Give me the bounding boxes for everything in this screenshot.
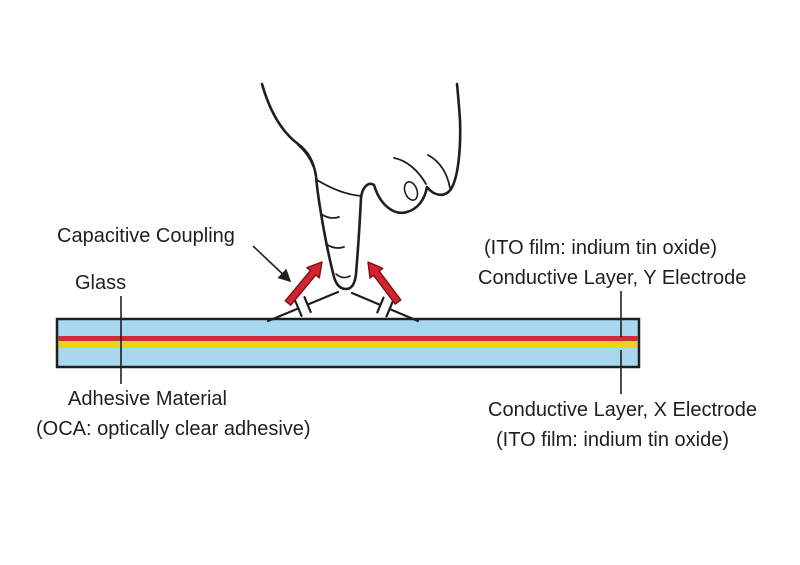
adhesive-layer bbox=[58, 341, 638, 348]
curled-finger-knuckle-line bbox=[393, 157, 427, 185]
finger-web-crease bbox=[316, 179, 362, 197]
adhesive-material-label-line1: Adhesive Material bbox=[68, 388, 227, 410]
y-electrode-label-line2: Conductive Layer, Y Electrode bbox=[478, 267, 747, 289]
fingertip-crease bbox=[335, 273, 351, 279]
capacitive-coupling-arrow bbox=[252, 245, 292, 283]
capacitor-symbol-left bbox=[266, 290, 340, 323]
capacitor-symbol-right bbox=[350, 291, 420, 323]
thumb-palm-line bbox=[297, 144, 314, 167]
glass-label: Glass bbox=[75, 272, 127, 294]
adhesive-material-label-line2: (OCA: optically clear adhesive) bbox=[36, 418, 311, 440]
finger-crease-upper bbox=[320, 213, 340, 219]
y-electrode-label-line1: (ITO film: indium tin oxide) bbox=[484, 237, 718, 259]
capacitive-coupling-label: Capacitive Coupling bbox=[57, 225, 235, 247]
x-electrode-label-line1: Conductive Layer, X Electrode bbox=[488, 399, 758, 421]
y-electrode-layer bbox=[58, 336, 638, 341]
ring-finger-line bbox=[427, 154, 451, 189]
field-arrow-left bbox=[284, 261, 323, 306]
layer-stack-border bbox=[55, 317, 641, 369]
field-arrow-right bbox=[367, 261, 402, 305]
hand-outline bbox=[260, 82, 462, 291]
finger-crease-lower bbox=[325, 243, 345, 249]
layer-stack bbox=[55, 317, 641, 369]
pointing-hand bbox=[260, 82, 462, 291]
x-electrode-label-line2: (ITO film: indium tin oxide) bbox=[496, 429, 730, 451]
fingernail bbox=[403, 181, 419, 201]
